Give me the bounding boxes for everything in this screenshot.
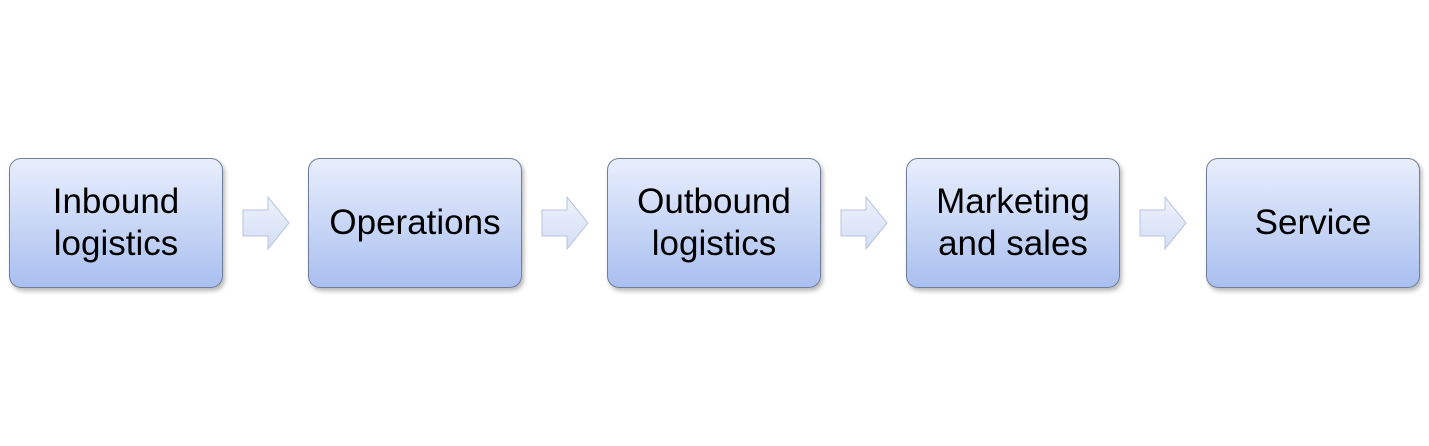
step-operations: Operations	[308, 158, 522, 288]
right-arrow-icon	[242, 195, 290, 251]
step-label: Inbound logistics	[52, 182, 180, 263]
step-label: Operations	[329, 203, 501, 242]
right-arrow-icon	[840, 195, 888, 251]
step-label: Service	[1254, 203, 1372, 242]
step-marketing-and-sales: Marketing and sales	[906, 158, 1120, 288]
right-arrow-icon	[541, 195, 589, 251]
step-label: Marketing and sales	[936, 182, 1090, 263]
step-outbound-logistics: Outbound logistics	[607, 158, 821, 288]
step-label: Outbound logistics	[637, 182, 791, 263]
step-service: Service	[1206, 158, 1420, 288]
right-arrow-icon	[1139, 195, 1187, 251]
step-inbound-logistics: Inbound logistics	[9, 158, 223, 288]
